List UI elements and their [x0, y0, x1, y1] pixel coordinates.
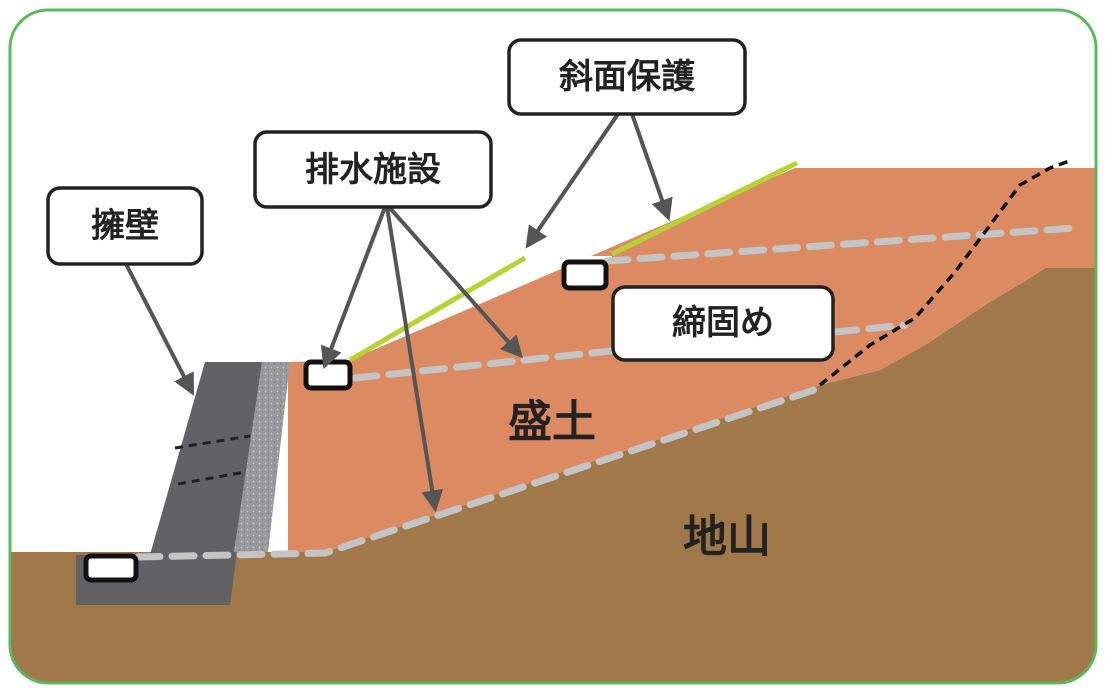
callout-drainage: 排水施設	[253, 130, 493, 209]
original-ground-line	[818, 158, 1073, 387]
arrow-drainage-1	[320, 206, 387, 370]
callout-compaction-label: 締固め	[672, 303, 774, 343]
arrow-slope-protection-2	[630, 113, 673, 222]
zone-label-embankment: 盛土	[508, 397, 596, 448]
drain-channel	[561, 259, 609, 291]
slope-protection-line	[610, 160, 799, 257]
diagram-frame	[8, 8, 1098, 685]
arrow-slope-protection-1	[525, 112, 620, 249]
callout-drainage-label: 排水施設	[305, 150, 441, 190]
compaction-line	[602, 224, 1079, 265]
arrow-retaining-wall	[124, 263, 195, 396]
callout-slope-protection: 斜面保護	[507, 38, 747, 116]
weep-hole-line	[174, 434, 251, 450]
callout-retaining-wall: 擁壁	[46, 186, 204, 266]
compaction-line	[351, 346, 624, 382]
compaction-line	[831, 321, 909, 336]
callout-slope-protection-label: 斜面保護	[559, 57, 696, 97]
drain-channel	[303, 359, 353, 391]
retaining-wall	[76, 362, 262, 605]
callout-retaining-wall-label: 擁壁	[91, 206, 159, 246]
arrow-drainage-2	[385, 206, 444, 513]
callout-compaction: 締固め	[611, 285, 835, 362]
drain-channel	[83, 553, 139, 583]
arrow-drainage-3	[387, 205, 523, 359]
gravel-backfill	[234, 362, 290, 552]
zone-label-bedrock: 地山	[683, 512, 771, 563]
compaction-line	[134, 384, 824, 561]
weep-hole-line	[177, 470, 246, 486]
slope-protection-line	[348, 255, 527, 363]
